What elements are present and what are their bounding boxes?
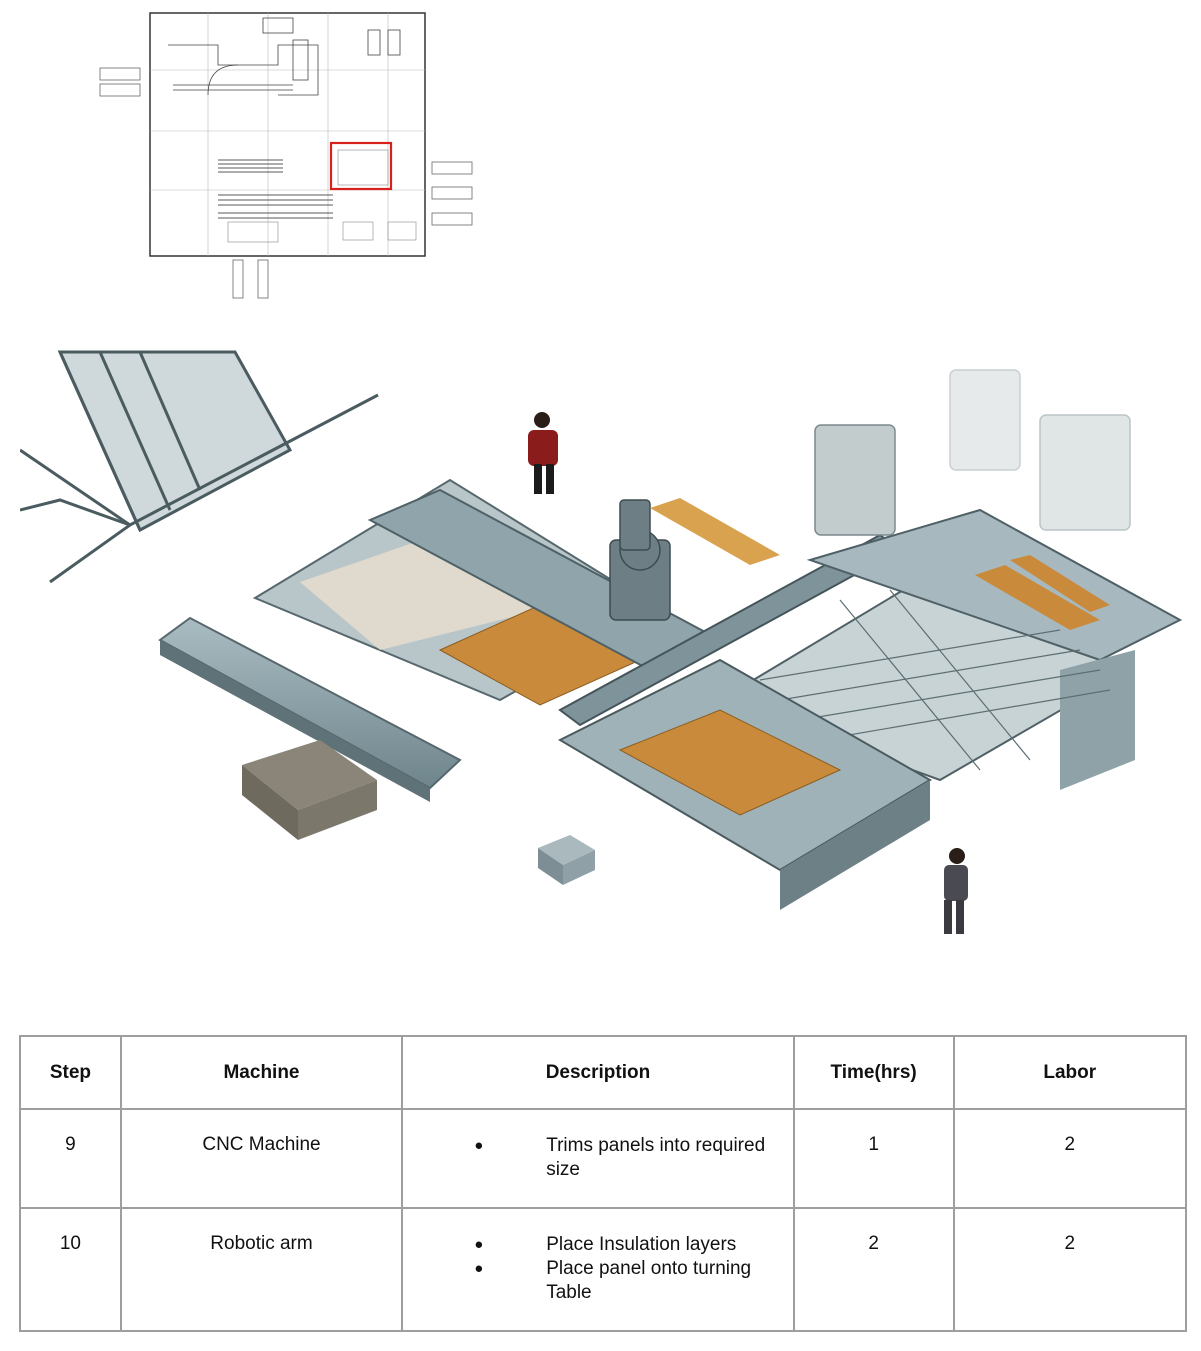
cell-description: Place Insulation layers Place panel onto… [401,1207,795,1332]
cell-description: Trims panels into required size [401,1108,795,1209]
header-time: Time(hrs) [792,1035,955,1110]
cell-step: 9 [19,1108,122,1209]
table-row: 9 CNC Machine Trims panels into required… [19,1108,1188,1209]
cell-machine: Robotic arm [119,1207,404,1332]
factory-render-illustration [20,350,1183,934]
header-machine: Machine [119,1035,404,1110]
cell-step: 10 [19,1207,122,1332]
process-steps-table: Step Machine Description Time(hrs) Labor… [19,1035,1188,1332]
header-description: Description [401,1035,795,1110]
cell-machine: CNC Machine [119,1108,404,1209]
header-labor: Labor [952,1035,1188,1110]
table-row: 10 Robotic arm Place Insulation layers P… [19,1207,1188,1332]
cell-labor: 2 [952,1108,1188,1209]
cell-time: 2 [792,1207,955,1332]
description-bullet: Place panel onto turning Table [404,1257,792,1305]
header-step: Step [19,1035,122,1110]
cell-time: 1 [792,1108,955,1209]
description-bullet: Place Insulation layers [404,1233,792,1257]
cell-labor: 2 [952,1207,1188,1332]
description-bullet: Trims panels into required size [404,1134,792,1182]
floor-plan-thumbnail [99,12,473,299]
table-header-row: Step Machine Description Time(hrs) Labor [19,1035,1188,1110]
